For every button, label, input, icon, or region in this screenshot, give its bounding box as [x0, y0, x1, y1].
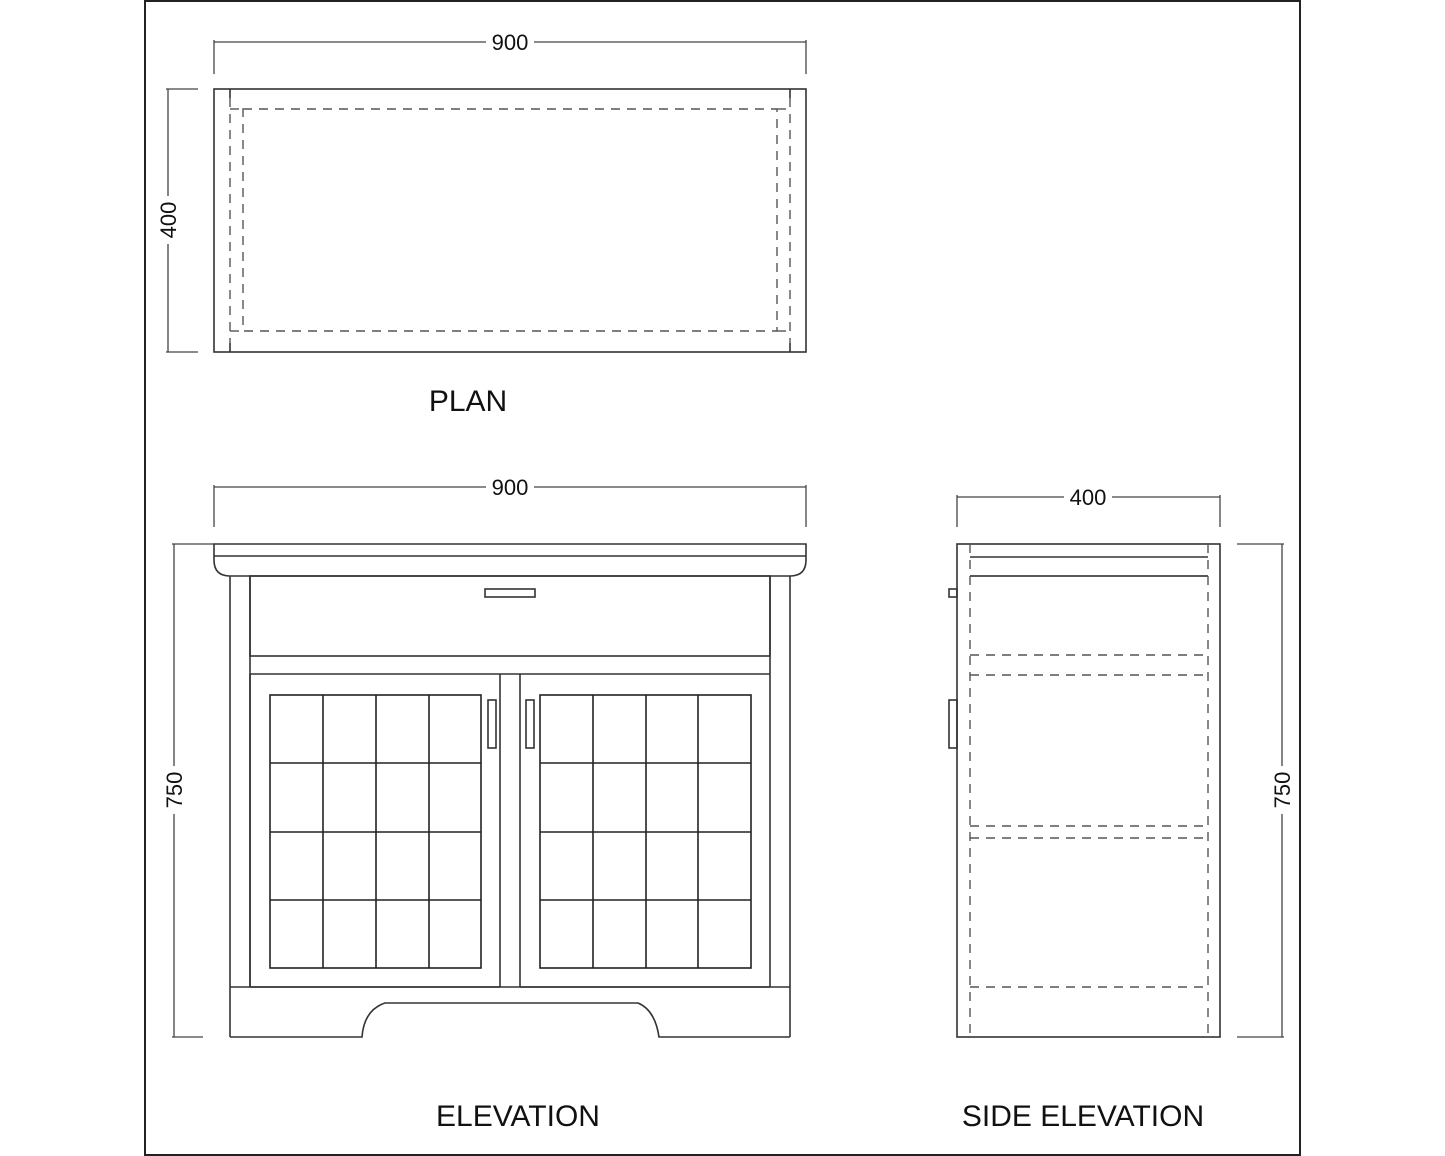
side-door-handle	[948, 699, 958, 749]
elevation-width-dimension: 900	[213, 475, 807, 527]
side-depth-dimension: 400	[956, 485, 1221, 527]
side-elevation-title: SIDE ELEVATION	[962, 1100, 1204, 1133]
plan-hidden-carcass	[242, 108, 778, 332]
plan-depth-dimension: 400	[156, 88, 198, 353]
side-height-dimension: 750	[1237, 543, 1296, 1038]
elevation-height-label: 750	[162, 772, 187, 809]
plan-depth-label: 400	[156, 202, 181, 239]
elevation-view: 900 750	[162, 475, 807, 1133]
right-door-glass-grid	[539, 694, 752, 969]
plan-width-dimension: 900	[213, 30, 807, 74]
side-height-label: 750	[1270, 772, 1295, 809]
drawer-front	[249, 575, 771, 657]
elevation-title: ELEVATION	[436, 1100, 600, 1133]
plan-outline	[213, 88, 807, 353]
elevation-plinth	[230, 1002, 790, 1038]
plan-view: 900 400 PLAN	[156, 30, 807, 418]
left-door-handle	[487, 699, 497, 749]
drawer-handle	[484, 588, 536, 598]
left-door-glass-grid	[269, 694, 482, 969]
side-drawer-handle	[948, 588, 958, 598]
side-outline	[956, 543, 1221, 1038]
side-elevation-view: 400 750 SIDE ELEVATION	[948, 485, 1296, 1133]
side-depth-label: 400	[1070, 485, 1107, 510]
drawing-frame	[144, 0, 1301, 1156]
right-door-handle	[525, 699, 535, 749]
elevation-height-dimension: 750	[162, 543, 214, 1038]
elevation-width-label: 900	[492, 475, 529, 500]
plan-width-label: 900	[492, 30, 529, 55]
plan-title: PLAN	[429, 385, 507, 418]
